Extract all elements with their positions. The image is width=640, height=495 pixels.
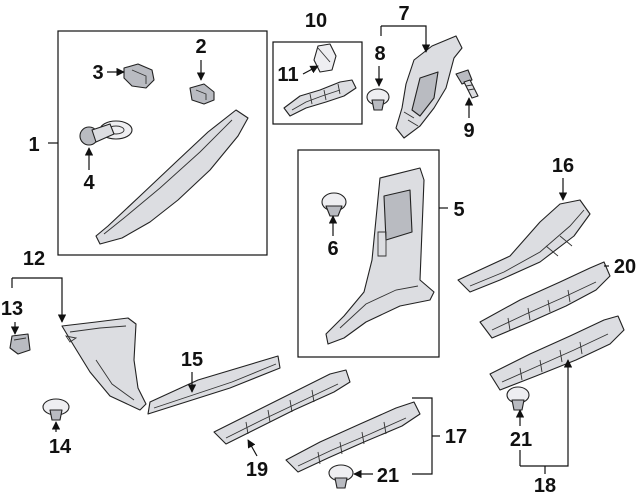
callout-16: 16 — [552, 155, 574, 177]
part-12-kick-panel — [61, 317, 147, 411]
part-19-bracket — [213, 369, 351, 445]
part-14-clip — [42, 398, 70, 421]
part-2-clip — [189, 83, 215, 105]
leader-7 — [381, 25, 431, 53]
callout-19: 19 — [246, 459, 268, 481]
leader-18 — [520, 359, 573, 467]
part-11-clip — [313, 43, 337, 73]
part-13-clip — [9, 333, 31, 355]
part-21-clip-right — [506, 386, 530, 411]
callout-8: 8 — [374, 43, 385, 65]
callout-12: 12 — [23, 248, 45, 270]
leader-11 — [302, 65, 319, 75]
leader-12 — [12, 277, 67, 323]
callout-3: 3 — [92, 62, 103, 84]
callout-5: 5 — [453, 199, 464, 221]
part-18-bracket — [489, 315, 625, 391]
callout-21a: 21 — [510, 429, 532, 451]
part-20-bracket — [479, 261, 611, 339]
callout-1: 1 — [28, 134, 39, 156]
part-16-scuff-plate — [457, 199, 591, 293]
callout-6: 6 — [327, 238, 338, 260]
callout-10: 10 — [305, 10, 327, 32]
part-10-bracket — [283, 79, 357, 117]
callout-labels: 1 2 3 4 5 6 7 8 9 10 11 12 13 14 15 16 1… — [1, 3, 636, 495]
callout-2: 2 — [195, 36, 206, 58]
part-17-bracket — [285, 401, 421, 473]
part-15-sill-strip — [147, 355, 281, 415]
part-8-clip — [366, 88, 390, 111]
part-7-upper-trim — [395, 35, 463, 139]
callout-14: 14 — [49, 436, 72, 458]
part-21-clip-bottom — [328, 464, 354, 489]
part-4-handle — [79, 120, 133, 146]
part-3-clip — [123, 63, 155, 89]
leader-lines — [10, 25, 609, 479]
callout-15: 15 — [181, 349, 203, 371]
group-frame-5 — [297, 149, 440, 358]
callout-21b: 21 — [377, 465, 399, 487]
callout-18: 18 — [534, 475, 556, 495]
group-frame-10 — [272, 41, 363, 125]
callout-7: 7 — [398, 3, 409, 25]
callout-13: 13 — [1, 298, 23, 320]
callout-17: 17 — [445, 426, 467, 448]
callout-20: 20 — [614, 256, 636, 278]
callout-11: 11 — [277, 64, 298, 86]
callout-4: 4 — [83, 172, 95, 194]
leader-19 — [247, 439, 258, 457]
part-9-screw — [455, 69, 479, 99]
callout-9: 9 — [463, 120, 474, 142]
part-5-lower-trim — [325, 167, 435, 345]
part-1-a-pillar-trim — [95, 109, 249, 245]
part-6-clip — [321, 192, 347, 217]
